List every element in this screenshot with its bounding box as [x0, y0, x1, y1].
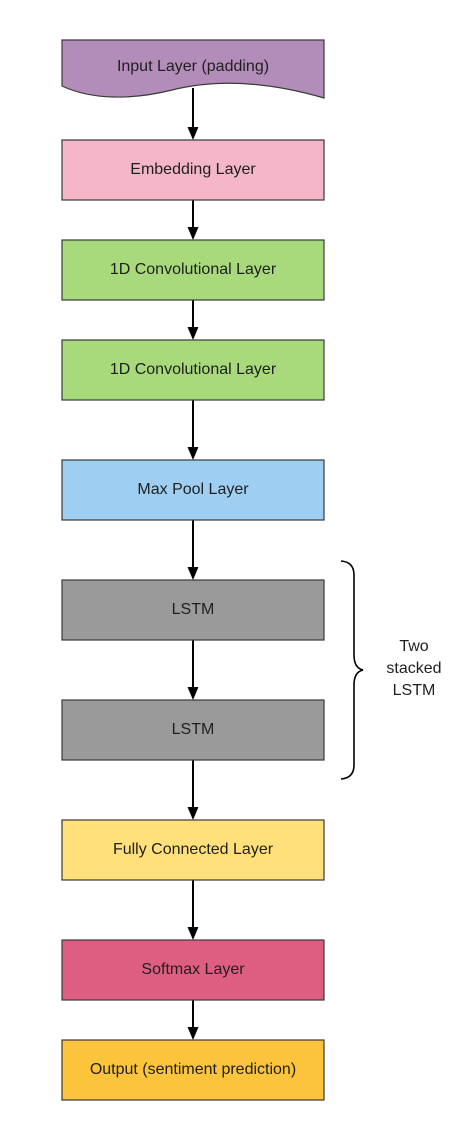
node-shape-softmax [61, 939, 325, 1001]
edge-arrowhead [187, 687, 199, 700]
edge-lstm1-to-lstm2 [187, 640, 199, 700]
node-label-input: Input Layer (padding) [117, 58, 269, 75]
node-label-lstm2: LSTM [172, 721, 215, 738]
node-fc: Fully Connected Layer [61, 819, 325, 881]
edge-maxpool-to-lstm1 [187, 520, 199, 580]
node-label-conv2: 1D Convolutional Layer [110, 361, 277, 378]
node-shape-embedding [61, 139, 325, 201]
edge-conv2-to-maxpool [187, 400, 199, 460]
edge-arrowhead [187, 1027, 199, 1040]
node-label-lstm1: LSTM [172, 601, 215, 618]
node-label-embedding: Embedding Layer [130, 161, 256, 178]
group-label-line-1: Two [399, 638, 428, 655]
node-label-softmax: Softmax Layer [141, 961, 245, 978]
group-brace [340, 560, 364, 780]
node-label-fc: Fully Connected Layer [113, 841, 274, 858]
edge-arrowhead [187, 807, 199, 820]
node-label-conv1: 1D Convolutional Layer [110, 261, 277, 278]
edges-layer [187, 88, 199, 1040]
node-output: Output (sentiment prediction) [61, 1039, 325, 1101]
node-maxpool: Max Pool Layer [61, 459, 325, 521]
edge-arrowhead [187, 327, 199, 340]
node-input: Input Layer (padding) [61, 39, 325, 99]
node-lstm1: LSTM [61, 579, 325, 641]
edge-embedding-to-conv1 [187, 200, 199, 240]
edge-fc-to-softmax [187, 880, 199, 940]
edge-arrowhead [187, 927, 199, 940]
node-conv2: 1D Convolutional Layer [61, 339, 325, 401]
node-shape-conv1 [61, 239, 325, 301]
edge-softmax-to-output [187, 1000, 199, 1040]
node-shape-input [61, 39, 325, 99]
node-shape-fc [61, 819, 325, 881]
node-lstm2: LSTM [61, 699, 325, 761]
group-annotation: Two stacked LSTM [340, 560, 442, 780]
node-shape-lstm1 [61, 579, 325, 641]
node-softmax: Softmax Layer [61, 939, 325, 1001]
edge-arrowhead [187, 447, 199, 460]
edge-arrowhead [187, 567, 199, 580]
edge-lstm2-to-fc [187, 760, 199, 820]
edge-arrowhead [187, 127, 199, 140]
node-embedding: Embedding Layer [61, 139, 325, 201]
node-shape-maxpool [61, 459, 325, 521]
node-shape-lstm2 [61, 699, 325, 761]
node-shape-conv2 [61, 339, 325, 401]
edge-input-to-embedding [187, 88, 199, 140]
node-shape-output [61, 1039, 325, 1101]
edge-conv1-to-conv2 [187, 300, 199, 340]
group-label-line-2: stacked [386, 660, 441, 677]
edge-arrowhead [187, 227, 199, 240]
group-label-line-3: LSTM [393, 682, 436, 699]
node-label-output: Output (sentiment prediction) [90, 1061, 296, 1078]
node-label-maxpool: Max Pool Layer [137, 481, 249, 498]
node-conv1: 1D Convolutional Layer [61, 239, 325, 301]
nodes-layer: Input Layer (padding) Embedding Layer 1D C… [61, 39, 325, 1101]
